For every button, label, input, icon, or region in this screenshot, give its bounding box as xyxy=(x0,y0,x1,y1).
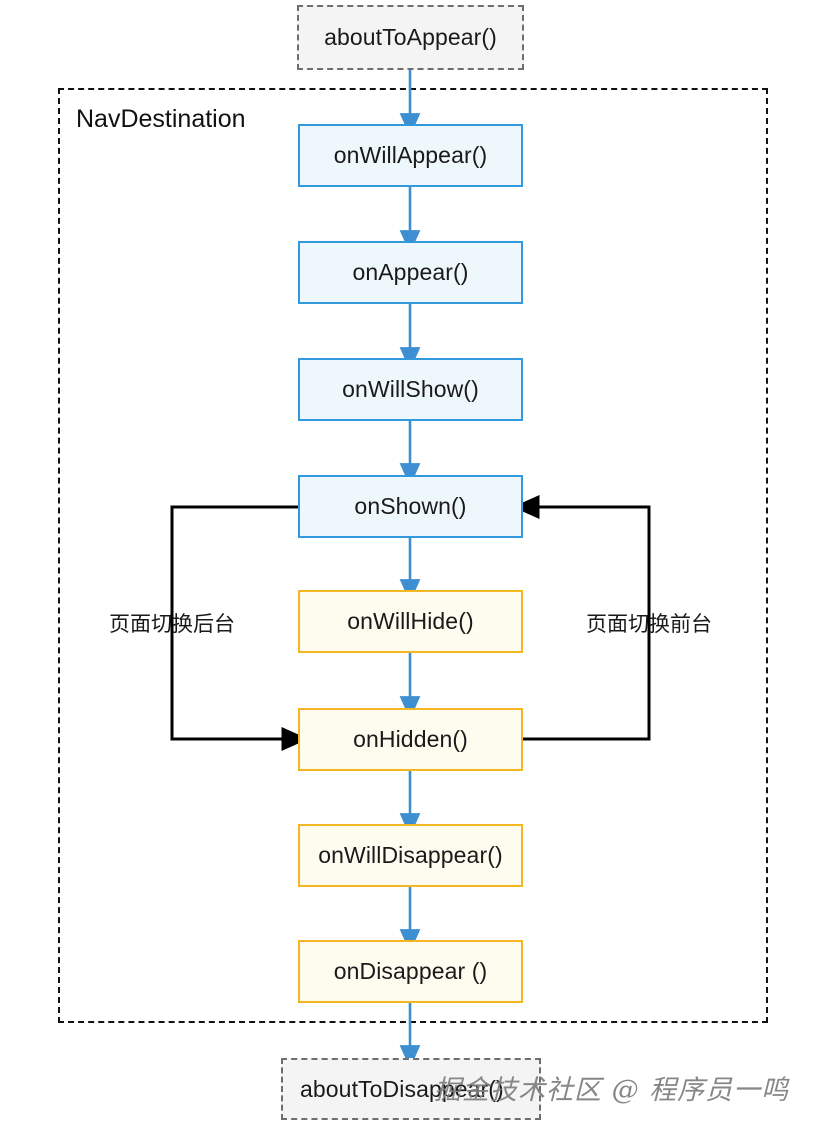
node-about-to-disappear[interactable]: aboutToDisappear() xyxy=(281,1058,541,1120)
edge-label-switch-to-background: 页面切换后台 xyxy=(109,613,235,636)
node-on-disappear[interactable]: onDisappear () xyxy=(298,940,523,1003)
group-navdestination-title: NavDestination xyxy=(76,105,246,133)
group-navdestination xyxy=(58,88,768,1023)
node-on-hidden[interactable]: onHidden() xyxy=(298,708,523,771)
node-on-will-disappear[interactable]: onWillDisappear() xyxy=(298,824,523,887)
node-label: onAppear() xyxy=(352,259,469,285)
node-label: onWillHide() xyxy=(347,608,474,634)
node-label: aboutToDisappear() xyxy=(300,1075,504,1102)
edge-label-switch-to-foreground: 页面切换前台 xyxy=(586,613,712,636)
node-label: onShown() xyxy=(354,493,467,519)
node-label: onHidden() xyxy=(353,726,468,752)
node-about-to-appear[interactable]: aboutToAppear() xyxy=(297,5,524,70)
node-label: onDisappear () xyxy=(333,958,488,984)
node-label: aboutToAppear() xyxy=(324,24,497,50)
watermark: 掘金技术社区 @ 程序员一鸣 xyxy=(434,1075,790,1106)
node-on-will-appear[interactable]: onWillAppear() xyxy=(298,124,523,187)
node-label: onWillShow() xyxy=(342,376,479,402)
node-label: onWillAppear() xyxy=(333,142,488,168)
node-label: onWillDisappear() xyxy=(318,842,503,868)
node-on-shown[interactable]: onShown() xyxy=(298,475,523,538)
node-on-appear[interactable]: onAppear() xyxy=(298,241,523,304)
node-on-will-hide[interactable]: onWillHide() xyxy=(298,590,523,653)
node-on-will-show[interactable]: onWillShow() xyxy=(298,358,523,421)
